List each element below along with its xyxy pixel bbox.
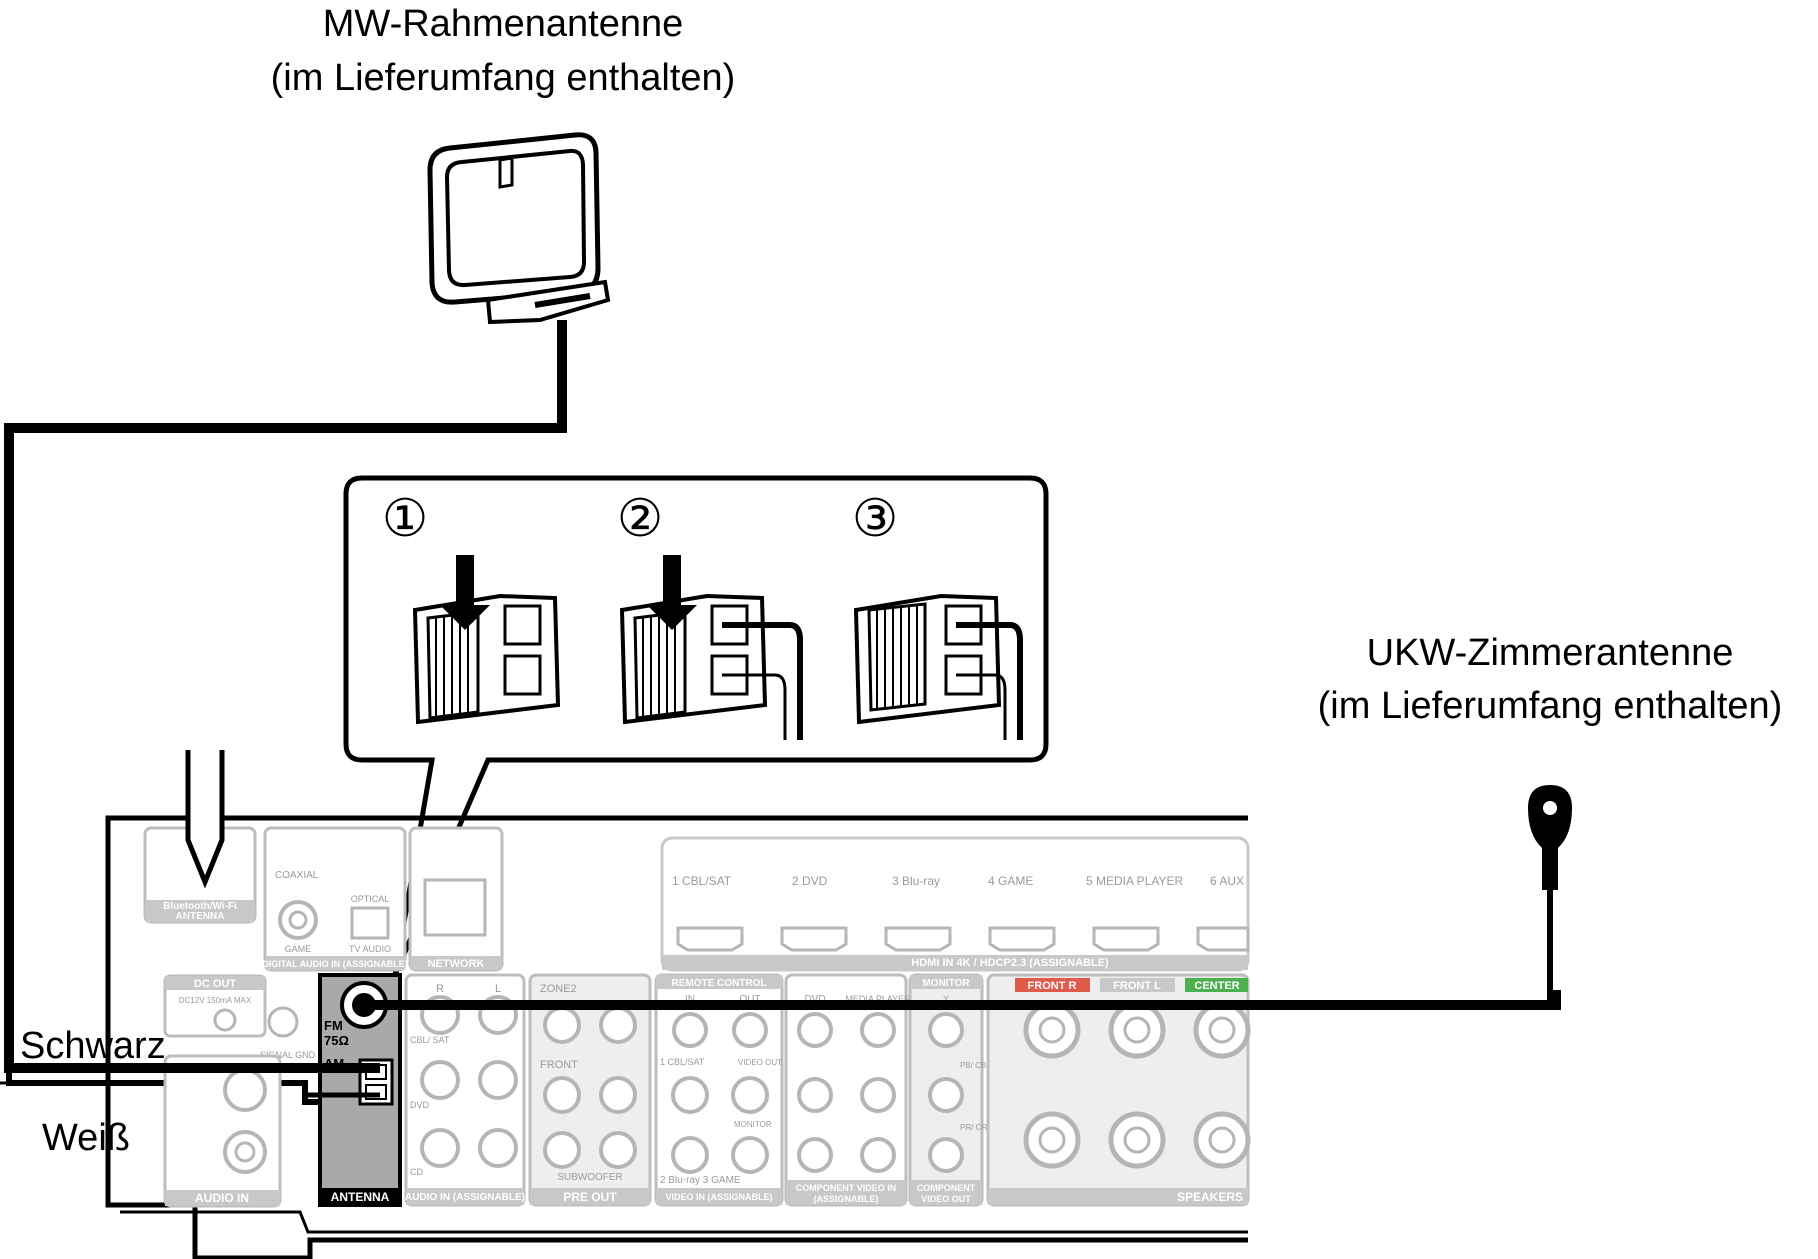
subwoofer-label: SUBWOOFER: [557, 1172, 623, 1183]
signal-gnd-label: SIGNAL GND: [260, 1050, 316, 1060]
hdmi-2-label: 2 DVD: [792, 874, 828, 888]
ukw-antenna-title: UKW-Zimmerantenne: [1367, 632, 1734, 674]
digital-audio-in-label: DIGITAL AUDIO IN (ASSIGNABLE): [262, 959, 407, 969]
rc-in-label: IN: [685, 994, 695, 1005]
antenna-label: ANTENNA: [331, 1190, 390, 1204]
front-r-label: FRONT R: [1028, 980, 1077, 992]
monitor-label: MONITOR: [922, 978, 970, 989]
step-1-terminal: [412, 555, 561, 725]
am-terminal-callout: ① ② ③: [343, 475, 1049, 976]
step-2-number: ②: [617, 489, 664, 549]
zone2-label: ZONE2: [540, 983, 577, 995]
dvd-label: DVD: [410, 1100, 430, 1110]
speakers-label: SPEAKERS: [1177, 1190, 1243, 1204]
center-label: CENTER: [1194, 980, 1239, 992]
step-3-terminal: [853, 593, 1023, 740]
pb-cb-label: PB/ CB: [960, 1061, 986, 1070]
monitor-small-label: MONITOR: [734, 1120, 772, 1129]
remote-control-label: REMOTE CONTROL: [672, 978, 767, 989]
center-badge: [1185, 978, 1248, 992]
fm-label: FM: [324, 1018, 343, 1033]
mw-loop-antenna: [427, 132, 611, 325]
cbl-sat-label: CBL/ SAT: [410, 1035, 450, 1045]
video-in-1-label: 1 CBL/SAT: [660, 1057, 705, 1067]
video-out-label: VIDEO OUT: [738, 1058, 782, 1067]
dc-out-label: DC OUT: [194, 978, 236, 990]
audio-in-assignable-label: AUDIO IN (ASSIGNABLE): [405, 1192, 525, 1203]
cd-label: CD: [410, 1167, 423, 1177]
step-2-terminal: [619, 555, 803, 740]
bt-antenna-label-2: ANTENNA: [176, 911, 225, 922]
front-l-label: FRONT L: [1113, 980, 1161, 992]
game-label: GAME: [285, 944, 312, 954]
component-assignable-label: (ASSIGNABLE): [814, 1194, 879, 1204]
video-in-23-label: 2 Blu-ray 3 GAME: [660, 1175, 741, 1186]
pre-out-label: PRE OUT: [563, 1190, 617, 1204]
press-down-arrow-icon: [440, 605, 490, 630]
mw-antenna-title: MW-Rahmenantenne: [323, 3, 683, 45]
audio-r-label: R: [436, 983, 444, 995]
tv-audio-label: TV AUDIO: [349, 944, 391, 954]
hdmi-in-label: HDMI IN 4K / HDCP2.3 (ASSIGNABLE): [911, 957, 1109, 969]
hdmi-3-label: 3 Blu-ray: [892, 874, 940, 888]
y-label: Y: [943, 994, 949, 1004]
pr-cr-label: PR/ CR: [960, 1123, 987, 1132]
front-r-badge: [1015, 978, 1090, 992]
video-in-label: VIDEO IN (ASSIGNABLE): [665, 1192, 772, 1202]
step-1-number: ①: [382, 489, 429, 549]
hdmi-4-label: 4 GAME: [988, 874, 1033, 888]
network-label: NETWORK: [428, 958, 485, 970]
bt-antenna-label: Bluetooth/Wi-Fi: [163, 901, 237, 912]
front-preout-label: FRONT: [540, 1059, 578, 1071]
hdmi-6-label: 6 AUX: [1210, 874, 1244, 888]
audio-in-label: AUDIO IN: [195, 1191, 249, 1205]
audio-l-label: L: [495, 983, 501, 995]
rc-out-label: OUT: [739, 994, 760, 1005]
wire-black-label: Schwarz: [20, 1025, 166, 1067]
hdmi-1-label: 1 CBL/SAT: [672, 874, 732, 888]
component-video-in-label: COMPONENT VIDEO IN: [796, 1183, 897, 1193]
wire-white-label: Weiß: [42, 1117, 130, 1159]
ukw-antenna-subtitle: (im Lieferumfang enthalten): [1318, 685, 1783, 727]
optical-label: OPTICAL: [351, 894, 390, 904]
mw-antenna-subtitle: (im Lieferumfang enthalten): [271, 57, 736, 99]
ukw-indoor-antenna: [1528, 785, 1572, 1010]
video-out2-label: VIDEO OUT: [921, 1194, 971, 1204]
hdmi-5-label: 5 MEDIA PLAYER: [1086, 874, 1183, 888]
coaxial-label: COAXIAL: [275, 870, 319, 881]
fm-ohm-label: 75Ω: [324, 1033, 349, 1048]
step-3-number: ③: [852, 489, 899, 549]
dc-out-spec: DC12V 150mA MAX: [179, 996, 252, 1005]
receiver-rear-panel: Bluetooth/Wi-Fi ANTENNA COAXIAL GAME OPT…: [105, 750, 1251, 1259]
comp-dvd-label: DVD: [804, 994, 825, 1005]
component-out-label: COMPONENT: [917, 1183, 976, 1193]
press-down-arrow-icon-2: [647, 605, 697, 630]
comp-media-player-label: MEDIA PLAYER: [845, 994, 911, 1004]
